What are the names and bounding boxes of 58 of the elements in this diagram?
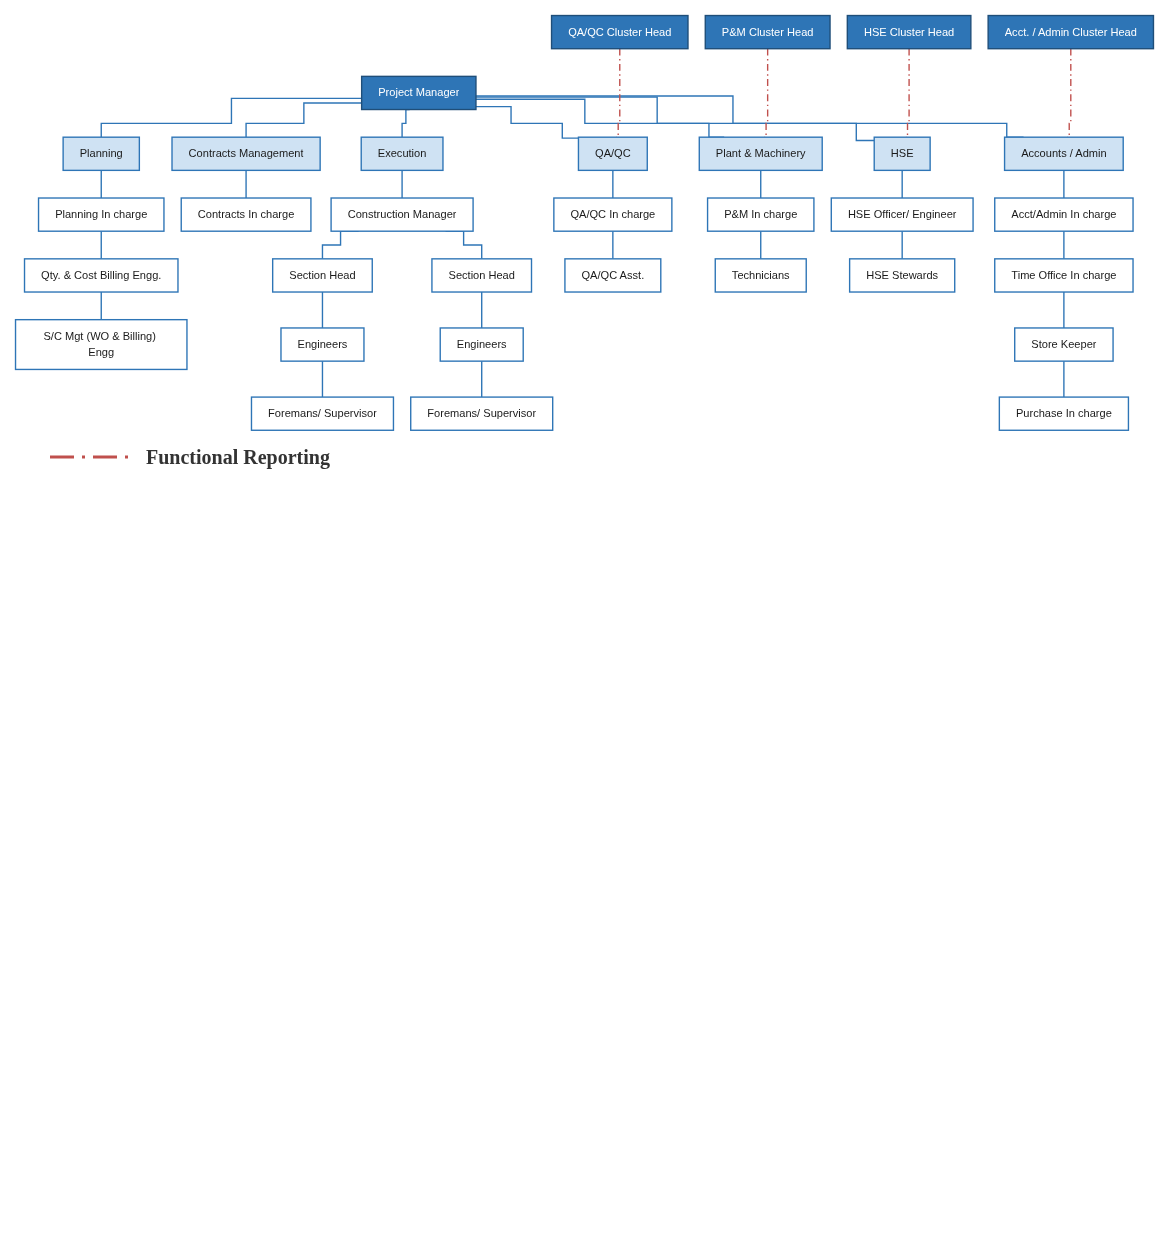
node-box: HSE Stewards: [848, 258, 956, 293]
node-box: Technicians: [714, 258, 807, 293]
connector: [100, 291, 102, 321]
node-box: Qty. & Cost Billing Engg.: [23, 258, 179, 293]
connector: [100, 230, 102, 260]
node-box: Section Head: [431, 258, 533, 293]
connector: [475, 96, 875, 142]
node-box: Engineers: [280, 327, 365, 362]
connector: [905, 48, 910, 138]
connector: [612, 230, 614, 260]
node-box: Section Head: [272, 258, 373, 293]
connector: [901, 169, 903, 199]
connector: [1063, 169, 1065, 199]
node-box: Acct/Admin In charge: [994, 197, 1134, 232]
node-box: QA/QC: [577, 136, 648, 172]
connector: [245, 169, 247, 199]
node-box: P&M Cluster Head: [704, 14, 831, 50]
connector: [1063, 291, 1065, 329]
node-box: Foremans/ Supervisor: [410, 396, 554, 431]
connector: [1066, 48, 1072, 138]
node-box: Engineers: [439, 327, 524, 362]
node-box: QA/QC In charge: [553, 197, 673, 232]
node-box: Planning In charge: [37, 197, 165, 232]
node-box: Construction Manager: [330, 197, 474, 232]
node-box: QA/QC Asst.: [564, 258, 662, 293]
node-box: HSE Cluster Head: [846, 14, 972, 50]
node-box: Accounts / Admin: [1003, 136, 1124, 172]
connector: [401, 169, 403, 199]
node-box: Time Office In charge: [994, 258, 1134, 293]
connector: [481, 360, 483, 398]
connector: [321, 360, 324, 398]
node-box: P&M In charge: [706, 197, 815, 232]
node-box: QA/QC Cluster Head: [550, 14, 689, 50]
connector: [321, 291, 324, 329]
connector: [481, 291, 483, 329]
connector: [612, 169, 614, 199]
connector: [100, 169, 102, 199]
connector: [760, 169, 762, 199]
connector: [1063, 230, 1065, 260]
node-box: Store Keeper: [1014, 327, 1114, 362]
connector: [615, 48, 621, 138]
node-box: Purchase In charge: [998, 396, 1130, 431]
node-box: Plant & Machinery: [698, 136, 823, 172]
node-box: Contracts In charge: [180, 197, 312, 232]
node-box: HSE: [873, 136, 931, 172]
node-box: S/C Mgt (WO & Billing) Engg: [14, 319, 188, 371]
node-box: Acct. / Admin Cluster Head: [987, 14, 1155, 50]
node-box: Planning: [62, 136, 141, 172]
legend-label: Functional Reporting: [146, 445, 330, 469]
connector: [763, 48, 769, 138]
node-box: HSE Officer/ Engineer: [830, 197, 974, 232]
connector: [1063, 360, 1065, 398]
node-box: Foremans/ Supervisor: [250, 396, 395, 431]
node-box: Contracts Management: [171, 136, 321, 172]
node-box: Execution: [360, 136, 444, 172]
connector: [901, 230, 903, 260]
node-box: Project Manager: [360, 75, 477, 111]
connector: [760, 230, 762, 260]
